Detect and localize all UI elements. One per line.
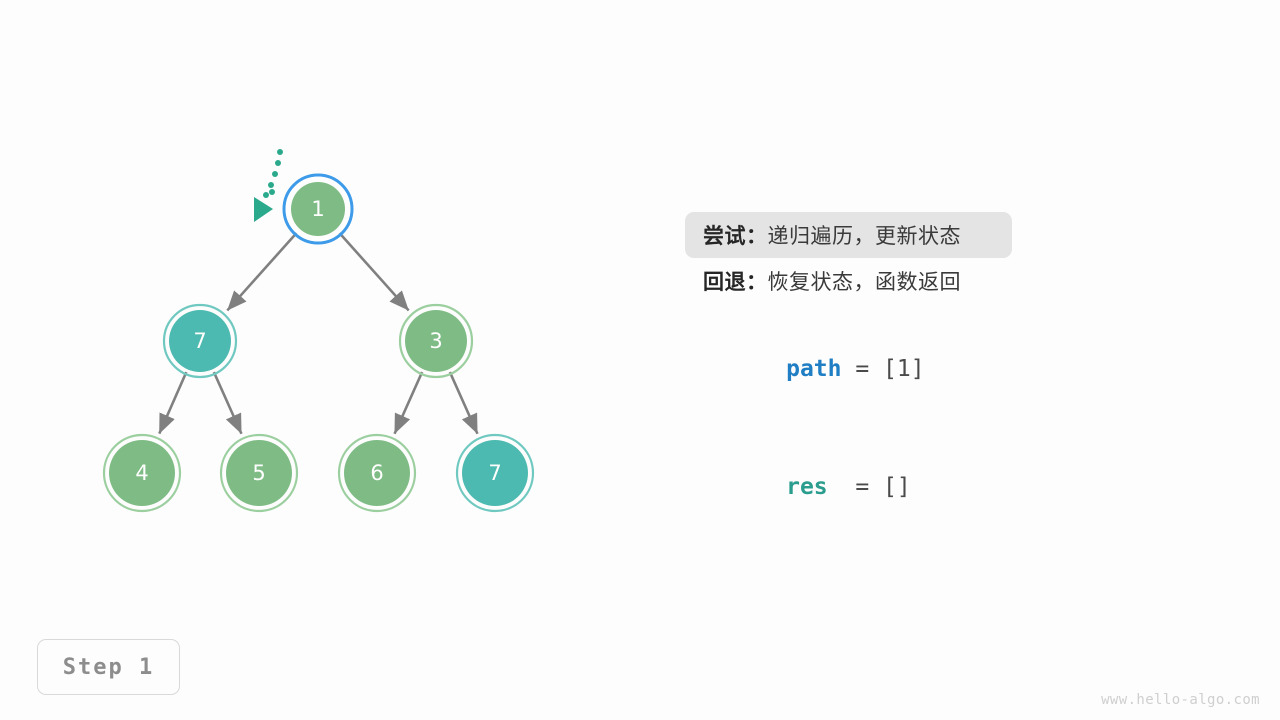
tree-node: 6 [337, 433, 417, 513]
pointer-dot [263, 192, 269, 198]
variable-res-value: = [] [827, 474, 911, 500]
tree-node: 4 [102, 433, 182, 513]
pointer-dot [268, 182, 274, 188]
node-circle [405, 310, 467, 372]
step-badge: Step 1 [37, 639, 180, 695]
state-info-panel: 尝试： 递归遍历，更新状态 回退： 恢复状态，函数返回 path = [1] r… [685, 212, 1105, 500]
tree-edge [448, 371, 479, 435]
node-outline-ring [219, 433, 299, 513]
node-outline-ring [102, 433, 182, 513]
tree-edge [393, 371, 424, 435]
tree-edge [337, 230, 410, 312]
tree-node: 3 [398, 303, 474, 379]
tree-node: 1 [282, 173, 354, 245]
node-circle [291, 182, 345, 236]
tree-nodes: 1 7 3 4 5 6 7 [102, 173, 535, 513]
watermark: www.hello-algo.com [1101, 692, 1260, 708]
info-line-backtrack: 回退： 恢复状态，函数返回 [685, 258, 1012, 304]
node-label: 3 [429, 329, 442, 353]
node-outline-ring [398, 303, 474, 379]
tree-node: 7 [455, 433, 535, 513]
node-label: 1 [311, 197, 324, 221]
variable-path: path = [1] [703, 330, 925, 408]
variable-res-name: res [786, 474, 828, 500]
node-circle [226, 440, 292, 506]
tree-edge [212, 371, 243, 435]
node-label: 4 [135, 461, 148, 485]
node-active-ring [282, 173, 354, 245]
tree-node: 5 [219, 433, 299, 513]
node-label: 6 [370, 461, 383, 485]
tree-edge [158, 371, 188, 435]
variable-res: res = [] [703, 448, 911, 526]
tree-node: 7 [162, 303, 238, 379]
node-outline-ring [162, 303, 238, 379]
pointer-arrowhead-icon [254, 197, 273, 222]
info-line-backtrack-value: 恢复状态，函数返回 [767, 270, 961, 294]
pointer-dot [275, 160, 281, 166]
node-outline-ring [455, 433, 535, 513]
variable-path-name: path [786, 356, 842, 382]
variable-path-value: = [1] [841, 356, 925, 382]
tree-edges [158, 230, 479, 435]
node-circle [169, 310, 231, 372]
info-line-backtrack-key: 回退： [703, 270, 768, 294]
node-label: 7 [488, 461, 501, 485]
pointer-dot [269, 189, 275, 195]
info-line-try-value: 递归遍历，更新状态 [767, 224, 961, 248]
node-circle [109, 440, 175, 506]
node-label: 5 [252, 461, 265, 485]
tree-edge [226, 230, 299, 312]
pointer-dot [272, 171, 278, 177]
node-circle [344, 440, 410, 506]
pointer-dot [277, 149, 283, 155]
info-line-try-key: 尝试： [703, 224, 768, 248]
info-line-try: 尝试： 递归遍历，更新状态 [685, 212, 1012, 258]
node-label: 7 [193, 329, 206, 353]
node-circle [462, 440, 528, 506]
node-outline-ring [337, 433, 417, 513]
traversal-pointer [254, 149, 283, 222]
node-inner-gap-ring [285, 176, 351, 242]
